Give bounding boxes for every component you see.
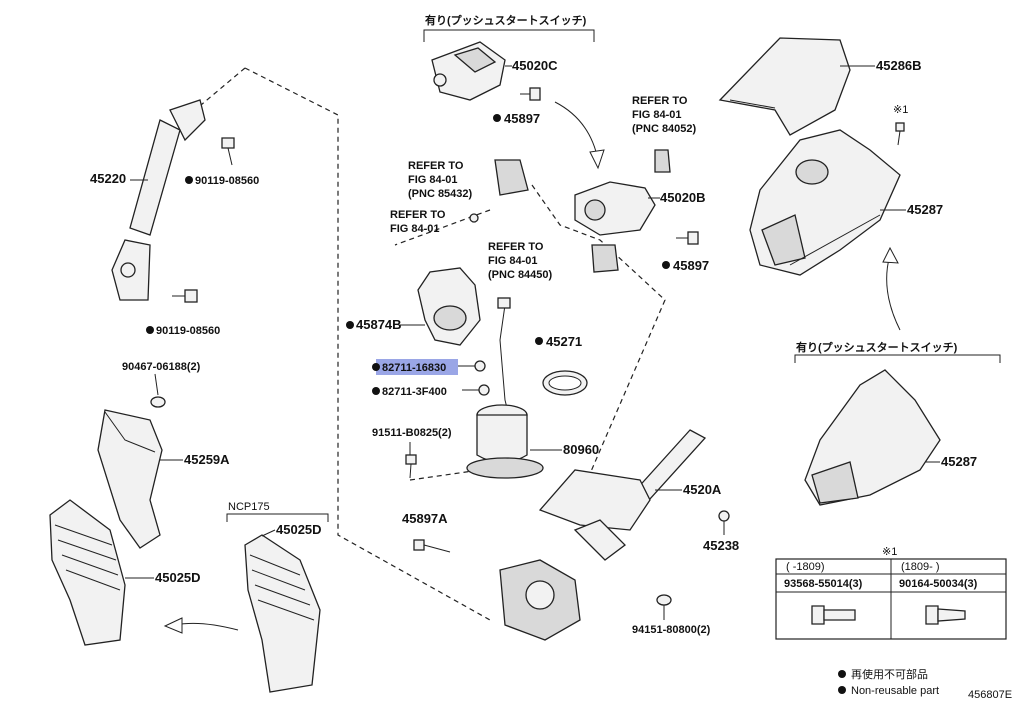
part-45220: 45220 xyxy=(90,99,206,301)
label-91511: 91511-B0825(2) xyxy=(372,427,452,439)
refer2-line2: FIG 84-01 xyxy=(408,174,458,186)
label-45897-mid: 45897 xyxy=(673,258,709,273)
part-45259A: 45259A xyxy=(97,409,230,549)
label-45020C: 45020C xyxy=(512,58,558,73)
part-91511: 91511-B0825(2) xyxy=(372,427,452,479)
push-start-bracket-top: 有り(プッシュスタートスイッチ) xyxy=(423,13,595,42)
push-start-bracket-right: 有り(プッシュスタートスイッチ) xyxy=(794,340,1001,363)
push-start-label-top: 有り(プッシュスタートスイッチ) xyxy=(425,13,587,27)
part-80960: 80960 xyxy=(466,404,599,479)
label-45271: 45271 xyxy=(546,334,582,349)
refer4-line3: (PNC 84450) xyxy=(488,269,553,281)
label-45220: 45220 xyxy=(90,171,126,186)
diagram-id: 456807E xyxy=(968,689,1012,701)
part-45020B: 45020B xyxy=(574,181,706,236)
legend-line2: Non-reusable part xyxy=(851,685,939,697)
refer-block-84: REFER TO FIG 84-01 xyxy=(390,209,479,235)
label-90119-a: 90119-08560 xyxy=(195,175,259,187)
part-4520A: 4520A xyxy=(499,429,722,641)
part-45897-mid: 45897 xyxy=(662,231,709,273)
part-45897-top: 45897 xyxy=(493,87,541,126)
label-90467: 90467-06188(2) xyxy=(122,361,201,373)
wire-harness xyxy=(499,304,511,421)
part-45271: 45271 xyxy=(535,334,588,396)
connector-icon xyxy=(497,297,511,309)
pin-icon-a xyxy=(811,605,856,625)
refer-block-85432: REFER TO FIG 84-01 (PNC 85432) xyxy=(408,159,529,200)
table-mark: ※1 xyxy=(882,546,897,558)
legend: 再使用不可部品 Non-reusable part 456807E xyxy=(838,667,1012,701)
part-82711-16830: 82711-16830 xyxy=(372,359,486,375)
arrow-left-icon xyxy=(163,617,239,634)
pin-icon-b xyxy=(925,605,966,625)
refer2-line1: REFER TO xyxy=(408,160,464,172)
label-45020B: 45020B xyxy=(660,190,706,205)
ncp175-bracket: NCP175 xyxy=(226,501,329,522)
ncp175-label: NCP175 xyxy=(228,501,270,513)
label-45287-top: 45287 xyxy=(907,202,943,217)
refer2-line3: (PNC 85432) xyxy=(408,188,473,200)
refer4-line1: REFER TO xyxy=(488,241,544,253)
highlight-box xyxy=(376,359,458,375)
arrow-down-icon xyxy=(554,101,605,170)
label-4520A: 4520A xyxy=(683,482,722,497)
arrow-up-icon xyxy=(882,246,901,331)
part-mark-screw: ※1 xyxy=(893,104,908,146)
label-45259A: 45259A xyxy=(184,452,230,467)
refer1-line1: REFER TO xyxy=(632,95,688,107)
legend-dot-icon-2 xyxy=(838,686,846,694)
label-45238: 45238 xyxy=(703,538,739,553)
label-45025D-left: 45025D xyxy=(155,570,201,585)
part-45897A: 45897A xyxy=(402,511,451,553)
refer3-line1: REFER TO xyxy=(390,209,446,221)
part-90467: 90467-06188(2) xyxy=(122,361,201,408)
table-col1-range: ( -1809) xyxy=(786,561,825,573)
refer1-line2: FIG 84-01 xyxy=(632,109,682,121)
label-45025D-right: 45025D xyxy=(276,522,322,537)
table-col2-part: 90164-50034(3) xyxy=(899,578,978,590)
part-45286B: 45286B xyxy=(718,37,922,136)
part-82711-3F400: 82711-3F400 xyxy=(372,384,490,398)
label-45874B: 45874B xyxy=(356,317,402,332)
label-45897A: 45897A xyxy=(402,511,448,526)
table-col2-range: (1809- ) xyxy=(901,561,940,573)
refer-block-84450: REFER TO FIG 84-01 (PNC 84450) xyxy=(488,241,619,281)
push-start-label-right: 有り(プッシュスタートスイッチ) xyxy=(796,340,958,354)
legend-dot-icon xyxy=(838,670,846,678)
refer3-line2: FIG 84-01 xyxy=(390,223,440,235)
table-col1-part: 93568-55014(3) xyxy=(784,578,863,590)
legend-line1: 再使用不可部品 xyxy=(851,667,928,681)
part-45238: 45238 xyxy=(703,510,739,553)
part-90119-b: 90119-08560 xyxy=(146,289,220,337)
label-90119-b: 90119-08560 xyxy=(156,325,220,337)
label-45287-bottom: 45287 xyxy=(941,454,977,469)
label-45286B: 45286B xyxy=(876,58,922,73)
assembly-boundary-center xyxy=(394,184,666,521)
part-94151: 94151-80800(2) xyxy=(632,594,711,636)
label-82711-16830: 82711-16830 xyxy=(382,362,446,374)
assembly-boundary-left xyxy=(194,67,491,621)
part-45287-top: 45287 xyxy=(749,129,943,276)
label-80960: 80960 xyxy=(563,442,599,457)
refer1-line3: (PNC 84052) xyxy=(632,123,697,135)
label-82711-3F400: 82711-3F400 xyxy=(382,386,447,398)
variant-table: ※1 ( -1809) (1809- ) 93568-55014(3) 9016… xyxy=(775,546,1007,640)
part-45025D-left: 45025D xyxy=(49,499,201,646)
part-45874B: 45874B xyxy=(346,267,481,346)
refer4-line2: FIG 84-01 xyxy=(488,255,538,267)
label-94151: 94151-80800(2) xyxy=(632,624,711,636)
part-90119-a: 90119-08560 xyxy=(185,137,259,187)
part-45020C: 45020C xyxy=(431,41,558,101)
part-45025D-right: 45025D xyxy=(244,522,322,693)
mark-small-label: ※1 xyxy=(893,104,908,116)
label-45897-top: 45897 xyxy=(504,111,540,126)
part-45287-bottom: 45287 xyxy=(804,369,977,506)
refer-block-84052: REFER TO FIG 84-01 (PNC 84052) xyxy=(632,95,697,173)
